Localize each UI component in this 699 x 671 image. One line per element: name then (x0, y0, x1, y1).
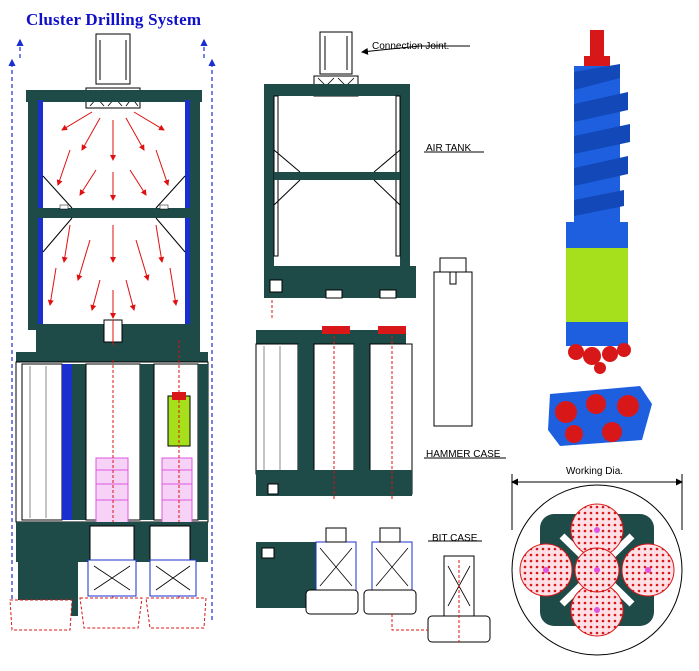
exploded-view (255, 31, 506, 643)
page-title: Cluster Drilling System (26, 10, 202, 29)
working-diameter-view (511, 474, 683, 656)
assembly-section-view (8, 33, 216, 631)
drill-bit-icon (548, 343, 652, 446)
bit-case-label: BIT CASE (432, 533, 478, 544)
air-tank-label: AIR TANK (426, 143, 472, 154)
working-dia-label: Working Dia. (566, 466, 624, 477)
hammer-case-label: HAMMER CASE (426, 449, 501, 460)
auger-icon (566, 30, 630, 346)
